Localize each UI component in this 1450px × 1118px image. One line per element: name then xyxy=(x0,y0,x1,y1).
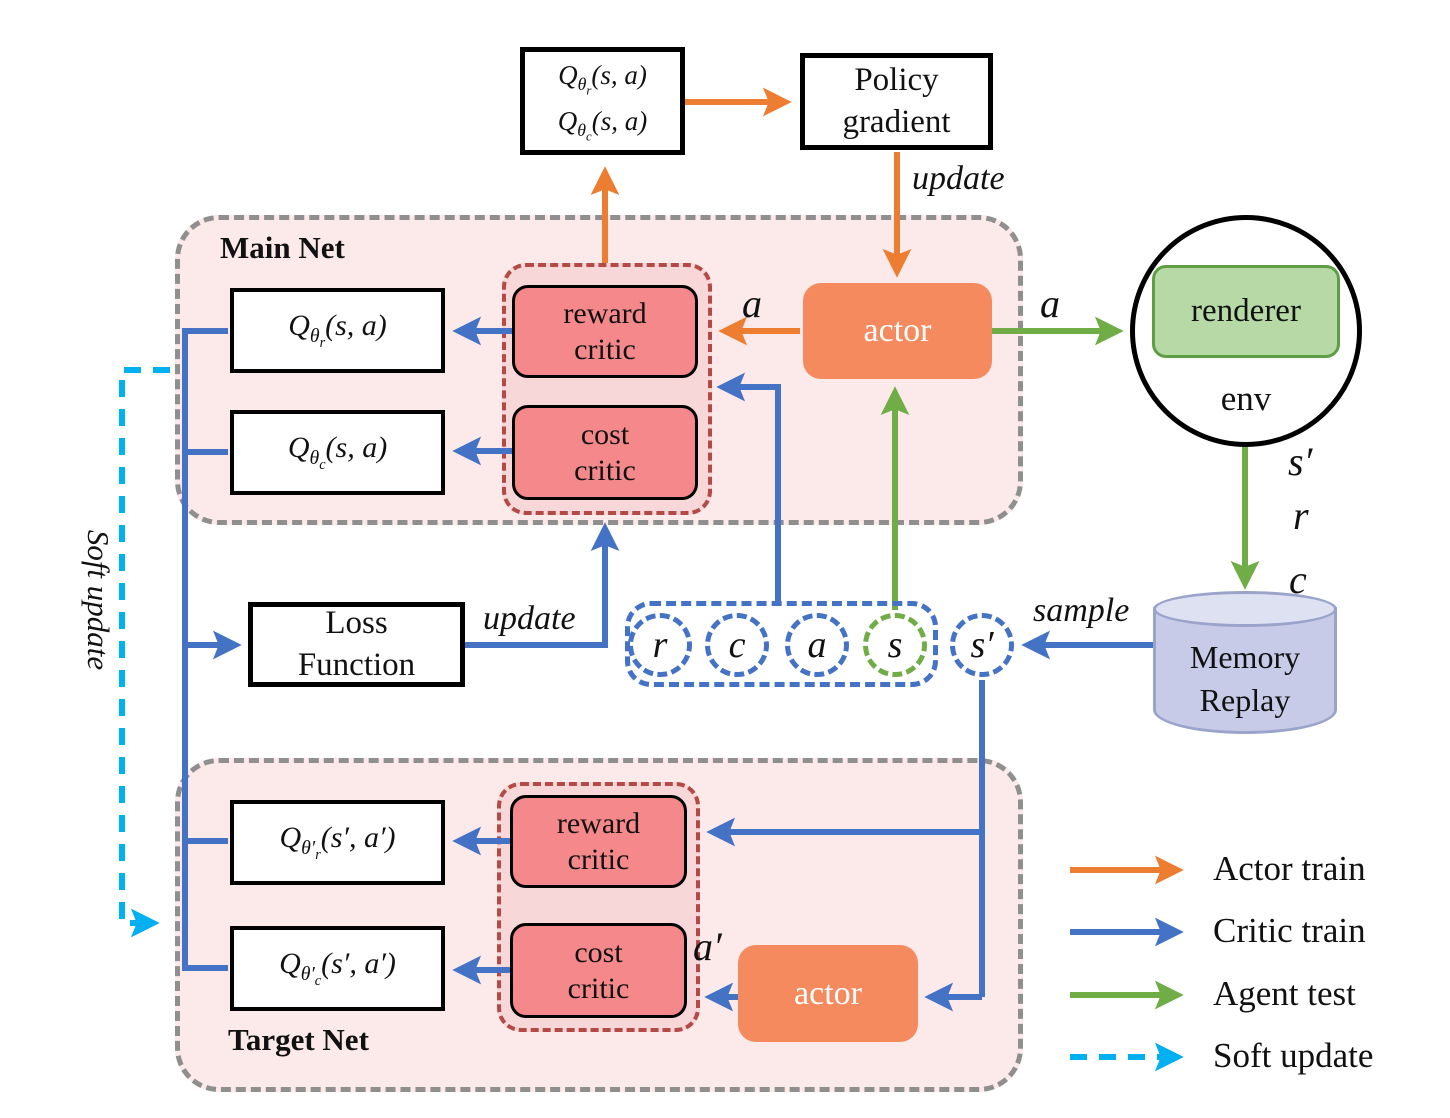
target-cost-critic: cost critic xyxy=(510,923,687,1018)
update-label-actor: update xyxy=(912,160,1005,197)
policy-gradient-box: Policy gradient xyxy=(800,53,993,150)
q-output-line1: Qθr(s, a) xyxy=(558,59,647,98)
q-main-reward-formula: Qθr(s, a) xyxy=(288,309,387,351)
env-out-s-prime: s′ xyxy=(1288,439,1313,484)
legend-item-agent-test: Agent test xyxy=(1213,974,1356,1013)
env-out-c: c xyxy=(1289,557,1307,602)
legend-item-critic-train: Critic train xyxy=(1213,911,1366,950)
sample-label: sample xyxy=(1033,592,1130,629)
arrow-tuple-to-critics xyxy=(716,372,781,601)
target-reward-critic: reward critic xyxy=(510,795,687,888)
q-main-cost-formula: Qθc(s, a) xyxy=(287,431,388,473)
main-cost-critic: cost critic xyxy=(512,405,698,500)
target-actor: actor xyxy=(738,945,918,1042)
a-label-to-critic: a xyxy=(742,281,762,326)
target-net-title: Target Net xyxy=(228,1022,369,1057)
q-output-box: Qθr(s, a) Qθc(s, a) xyxy=(520,47,685,155)
soft-update-side-label: Soft update xyxy=(81,529,116,671)
main-net-title: Main Net xyxy=(220,230,345,265)
q-target-reward-box: Qθ′r(s′, a′) xyxy=(230,800,445,885)
tuple-s-prime-node: s′ xyxy=(950,613,1014,677)
a-prime-label: a′ xyxy=(693,924,722,969)
a-label-to-env: a xyxy=(1040,281,1060,326)
memory-cylinder-body xyxy=(1153,607,1337,734)
q-output-line2: Qθc(s, a) xyxy=(557,106,648,144)
renderer-box: renderer xyxy=(1152,265,1340,358)
q-target-cost-formula: Qθ′c(s′, a′) xyxy=(279,947,396,989)
tuple-r-node: r xyxy=(628,613,692,677)
legend-item-actor-train: Actor train xyxy=(1213,849,1366,888)
memory-cylinder-top xyxy=(1153,591,1337,627)
tuple-a-node: a xyxy=(785,613,849,677)
arrow-loss-update-critics xyxy=(465,522,620,648)
soft-update-path xyxy=(119,367,170,938)
main-reward-critic: reward critic xyxy=(512,285,698,378)
memory-label: Memory Replay xyxy=(1189,638,1301,718)
q-target-reward-formula: Qθ′r(s′, a′) xyxy=(279,821,396,863)
tuple-s-node: s xyxy=(863,613,927,677)
loss-function-box: Loss Function xyxy=(248,602,465,687)
tuple-c-node: c xyxy=(705,613,769,677)
q-main-cost-box: Qθc(s, a) xyxy=(230,410,445,495)
env-label: env xyxy=(1220,379,1272,418)
update-label-critic: update xyxy=(483,600,576,637)
env-out-r: r xyxy=(1293,493,1309,538)
q-main-reward-box: Qθr(s, a) xyxy=(230,288,445,373)
transition-tuple-box xyxy=(625,601,938,687)
q-target-cost-box: Qθ′c(s′, a′) xyxy=(230,926,445,1011)
critic-train-bus xyxy=(182,328,228,971)
main-actor: actor xyxy=(803,283,992,379)
legend-item-soft-update: Soft update xyxy=(1213,1036,1374,1075)
